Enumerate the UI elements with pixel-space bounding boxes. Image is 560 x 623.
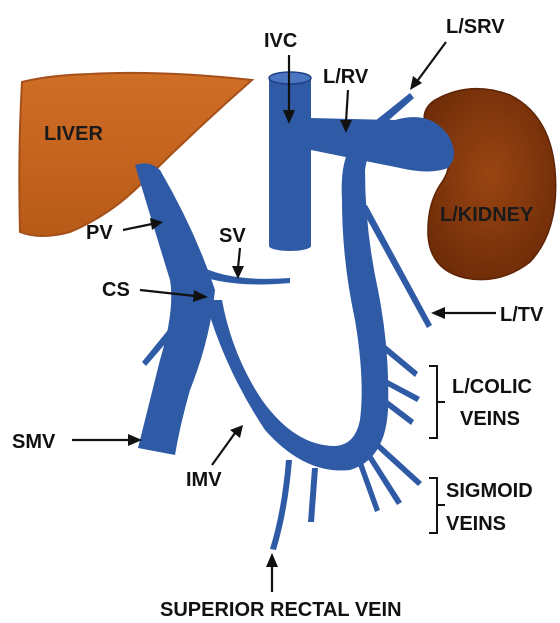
sigmoid-bracket [429, 478, 445, 533]
label-sv: SV [219, 225, 246, 247]
liver-shape [19, 73, 252, 236]
label-lcolic-line2: VEINS [460, 408, 520, 430]
sigmoid-branch-4 [308, 468, 318, 522]
kidney-shape [424, 89, 556, 280]
label-smv: SMV [12, 431, 56, 453]
label-sigmoid-line2: VEINS [446, 513, 506, 535]
label-ltv: L/TV [500, 304, 544, 326]
label-imv: IMV [186, 469, 222, 491]
label-lrv: L/RV [323, 66, 369, 88]
label-cs: CS [102, 279, 130, 301]
sigmoid-branch-1 [372, 440, 422, 486]
label-liver: LIVER [44, 123, 103, 145]
label-lcolic-line1: L/COLIC [452, 376, 532, 398]
left-colic-bracket [429, 366, 445, 438]
splenic-vein-vessel [200, 268, 290, 284]
superior-rectal-vein-vessel [270, 460, 292, 550]
label-sigmoid-line1: SIGMOID [446, 480, 533, 502]
label-lsrv: L/SRV [446, 16, 505, 38]
portal-smv-vessel [135, 163, 215, 455]
label-ivc: IVC [264, 30, 297, 52]
label-kidney: L/KIDNEY [440, 204, 534, 226]
label-superior-rectal-vein: SUPERIOR RECTAL VEIN [160, 599, 402, 621]
label-pv: PV [86, 222, 113, 244]
